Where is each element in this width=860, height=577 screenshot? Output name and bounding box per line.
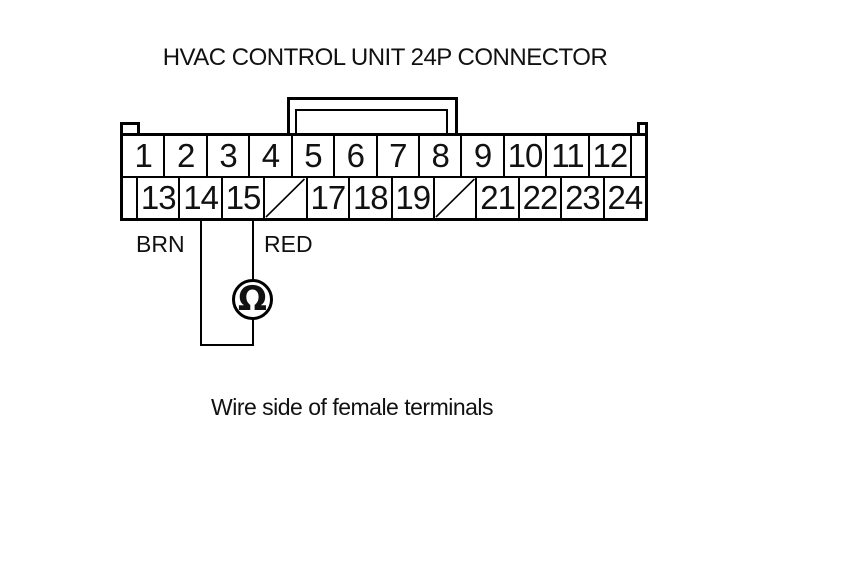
- pin-cell-24: 24: [605, 178, 645, 218]
- pin-label: 24: [607, 179, 643, 216]
- pin-label: 12: [592, 137, 628, 174]
- pin-cell-16-slashed: [265, 178, 308, 218]
- connector-top-row: 1 2 3 4 5 6 7 8 9 10 11 12: [123, 136, 645, 178]
- pin-label: 15: [225, 179, 262, 216]
- pin-label: 1: [134, 137, 153, 174]
- slash-icon: [265, 178, 306, 218]
- latch-tab-right-post-line: [446, 109, 448, 133]
- pin-label: 22: [522, 179, 559, 216]
- pin-label: 23: [565, 179, 601, 216]
- pin-cell-15: 15: [223, 178, 266, 218]
- pin-cell-18: 18: [350, 178, 393, 218]
- pin-label: 8: [431, 137, 449, 174]
- pin-cell-22: 22: [520, 178, 563, 218]
- pin-cell-2: 2: [165, 136, 208, 176]
- slash-icon: [435, 178, 475, 218]
- pin-label: 4: [261, 137, 280, 174]
- pin-cell-1: 1: [123, 136, 166, 176]
- page-title: HVAC CONTROL UNIT 24P CONNECTOR: [162, 44, 608, 71]
- pin-label: 3: [219, 137, 237, 174]
- pin-cell-17: 17: [308, 178, 351, 218]
- wire-color-label-red: RED: [264, 231, 313, 257]
- pin-label: 19: [395, 179, 431, 216]
- pin-label: 5: [304, 137, 322, 174]
- pin-label: 10: [507, 137, 544, 174]
- pin-cell-8: 8: [420, 136, 463, 176]
- pin-label: 2: [176, 137, 195, 174]
- wire-segment-pin14-vertical: [200, 218, 202, 346]
- latch-tab-underline: [297, 109, 448, 111]
- pin-label: 7: [389, 137, 407, 174]
- wire-segment-meter-vertical: [252, 318, 254, 346]
- latch-tab-left-post-line: [295, 109, 297, 133]
- pin-label: 17: [310, 179, 347, 216]
- wire-color-label-brn: BRN: [136, 231, 185, 257]
- pin-cell-5: 5: [293, 136, 336, 176]
- pin-label: 6: [346, 137, 365, 174]
- shell-right-ear: [637, 122, 648, 134]
- pin-cell-6: 6: [335, 136, 378, 176]
- pin-cell-11: 11: [547, 136, 590, 176]
- blank-cell: [123, 178, 138, 218]
- pin-cell-13: 13: [138, 178, 181, 218]
- pin-label: 14: [183, 179, 219, 216]
- caption-text: Wire side of female terminals: [211, 394, 494, 420]
- pin-label: 18: [352, 179, 389, 216]
- pin-cell-12: 12: [590, 136, 633, 176]
- pin-cell-3: 3: [208, 136, 251, 176]
- pin-cell-9: 9: [462, 136, 505, 176]
- connector-bottom-row: 13 14 15 17 18 19 21 22 23 24: [123, 178, 645, 218]
- shell-left-ear: [120, 122, 140, 134]
- pin-cell-20-slashed: [435, 178, 478, 218]
- pin-label: 11: [551, 137, 584, 174]
- ohmmeter-icon: Ω: [232, 279, 273, 320]
- connector-shell: 1 2 3 4 5 6 7 8 9 10 11 12 13 14 15 17 1…: [120, 133, 648, 221]
- wire-segment-pin15-vertical: [252, 218, 254, 280]
- pin-cell-21: 21: [477, 178, 520, 218]
- ohm-symbol: Ω: [238, 278, 267, 319]
- pin-label: 9: [473, 137, 492, 174]
- pin-label: 13: [140, 179, 177, 216]
- wire-segment-bottom-horizontal: [200, 344, 254, 346]
- pin-label: 21: [480, 179, 516, 216]
- pin-cell-10: 10: [505, 136, 548, 176]
- pin-cell-19: 19: [393, 178, 435, 218]
- connector-latch-tab: [287, 97, 458, 133]
- pin-cell-14: 14: [180, 178, 223, 218]
- pin-cell-7: 7: [378, 136, 420, 176]
- blank-cell: [632, 136, 645, 176]
- pin-cell-4: 4: [250, 136, 293, 176]
- pin-cell-23: 23: [562, 178, 605, 218]
